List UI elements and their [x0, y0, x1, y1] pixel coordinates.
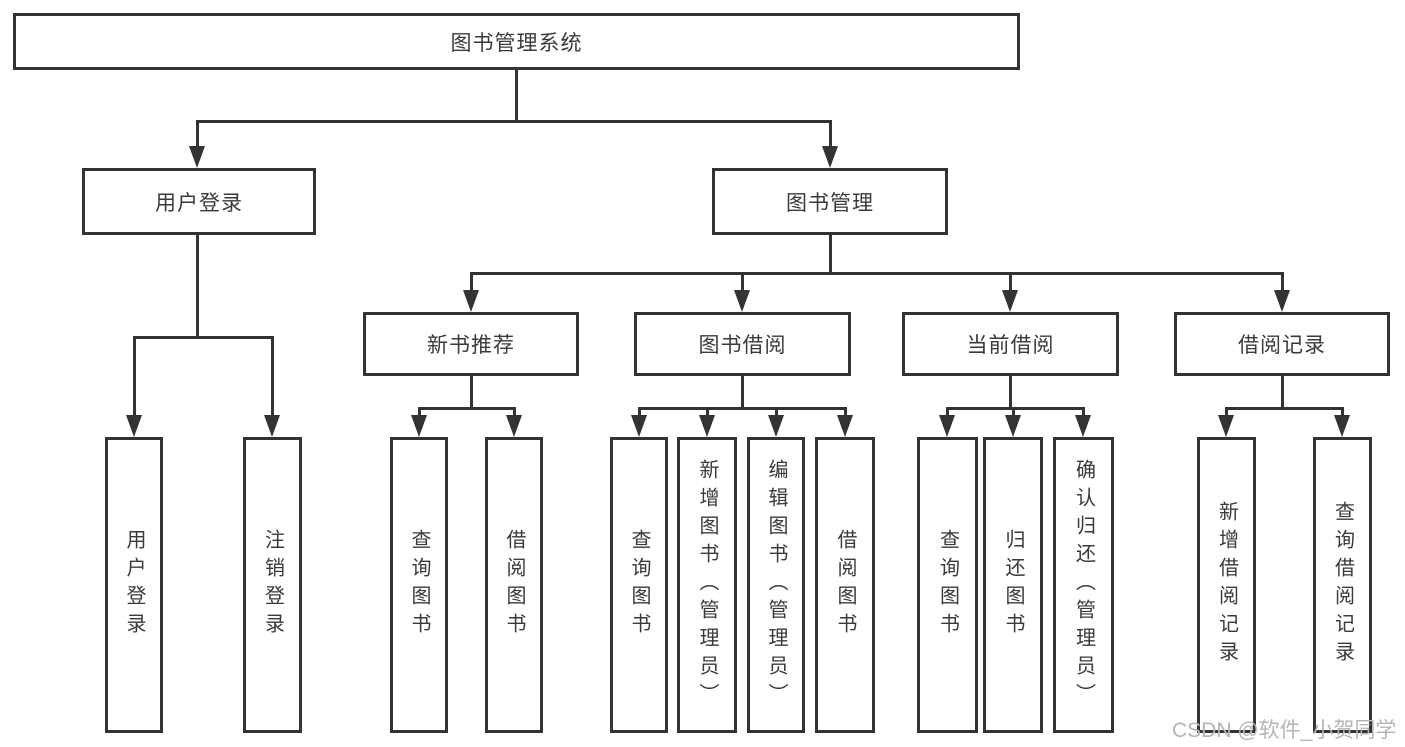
connector-vline — [1280, 272, 1284, 292]
node-leaf-query-books-recommend: 查询图书 — [390, 437, 448, 733]
connector-vline — [1008, 376, 1012, 407]
arrow-down-icon — [264, 415, 280, 437]
connector-vline — [637, 407, 641, 417]
connector-vline — [469, 272, 473, 292]
arrow-down-icon — [506, 415, 522, 437]
node-new-book-recommend-label: 新书推荐 — [427, 334, 515, 357]
node-user-login-label: 用户登录 — [155, 191, 243, 215]
connector-vline — [270, 336, 274, 417]
connector-vline — [195, 120, 199, 148]
connector-hline — [637, 407, 847, 410]
connector-vline — [1280, 376, 1284, 407]
arrow-down-icon — [1218, 415, 1234, 437]
connector-vline — [1224, 407, 1228, 417]
connector-vline — [740, 376, 744, 407]
node-leaf-confirm-return-admin-label: 确认归还（管理员） — [1072, 459, 1095, 711]
node-root: 图书管理系统 — [13, 13, 1020, 70]
connector-vline — [740, 272, 744, 292]
connector-vline — [417, 407, 421, 417]
node-leaf-user-login: 用户登录 — [105, 437, 163, 733]
connector-vline — [132, 336, 136, 417]
connector-vline — [512, 407, 516, 417]
connector-vline — [195, 235, 199, 336]
arrow-down-icon — [822, 146, 838, 168]
node-book-borrow-label: 图书借阅 — [698, 334, 787, 357]
connector-vline — [1011, 407, 1015, 417]
arrow-down-icon — [1075, 415, 1091, 437]
connector-hline — [195, 120, 832, 123]
node-leaf-logout: 注销登录 — [243, 437, 302, 733]
arrow-down-icon — [768, 415, 784, 437]
connector-vline — [514, 70, 518, 120]
arrow-down-icon — [1274, 290, 1290, 312]
node-leaf-add-books-admin: 新增图书（管理员） — [677, 437, 737, 733]
connector-hline — [1224, 407, 1344, 410]
connector-vline — [469, 376, 473, 407]
arrow-down-icon — [1334, 415, 1350, 437]
arrow-down-icon — [699, 415, 715, 437]
node-leaf-query-borrow-record: 查询借阅记录 — [1313, 437, 1372, 733]
node-leaf-borrow-books-label: 借阅图书 — [834, 529, 856, 641]
arrow-down-icon — [837, 415, 853, 437]
node-leaf-edit-books-admin-label: 编辑图书（管理员） — [765, 459, 787, 711]
connector-hline — [417, 407, 516, 410]
connector-vline — [843, 407, 847, 417]
node-root-label: 图书管理系统 — [450, 31, 583, 55]
node-leaf-borrow-books: 借阅图书 — [815, 437, 875, 733]
arrow-down-icon — [631, 415, 647, 437]
connector-vline — [705, 407, 709, 417]
node-leaf-query-books-current: 查询图书 — [917, 437, 978, 733]
node-leaf-user-login-label: 用户登录 — [123, 529, 145, 641]
arrow-down-icon — [1002, 290, 1018, 312]
node-leaf-query-books-current-label: 查询图书 — [936, 529, 959, 641]
node-leaf-return-books-label: 归还图书 — [1002, 529, 1024, 641]
connector-hline — [945, 407, 1085, 410]
connector-vline — [1340, 407, 1344, 417]
connector-hline — [469, 272, 1284, 275]
arrow-down-icon — [189, 146, 205, 168]
node-current-borrow-label: 当前借阅 — [966, 334, 1055, 357]
connector-vline — [828, 235, 832, 272]
node-book-management-label: 图书管理 — [786, 191, 874, 215]
node-leaf-confirm-return-admin: 确认归还（管理员） — [1053, 437, 1114, 733]
node-leaf-query-books-borrow: 查询图书 — [610, 437, 668, 733]
arrow-down-icon — [463, 290, 479, 312]
node-leaf-add-books-admin-label: 新增图书（管理员） — [696, 459, 718, 711]
node-leaf-return-books: 归还图书 — [983, 437, 1043, 733]
node-current-borrow: 当前借阅 — [902, 312, 1119, 376]
connector-vline — [945, 407, 949, 417]
node-borrow-records-label: 借阅记录 — [1238, 334, 1326, 357]
node-leaf-borrow-books-recommend: 借阅图书 — [485, 437, 543, 733]
node-leaf-query-books-recommend-label: 查询图书 — [408, 529, 430, 641]
node-user-login: 用户登录 — [82, 168, 316, 235]
connector-vline — [1081, 407, 1085, 417]
node-book-management: 图书管理 — [712, 168, 948, 235]
arrow-down-icon — [939, 415, 955, 437]
connector-vline — [1008, 272, 1012, 292]
connector-vline — [774, 407, 778, 417]
node-borrow-records: 借阅记录 — [1174, 312, 1390, 376]
arrow-down-icon — [126, 415, 142, 437]
node-leaf-edit-books-admin: 编辑图书（管理员） — [747, 437, 805, 733]
arrow-down-icon — [734, 290, 750, 312]
node-leaf-logout-label: 注销登录 — [261, 529, 284, 641]
node-leaf-add-borrow-record: 新增借阅记录 — [1197, 437, 1256, 733]
node-leaf-query-borrow-record-label: 查询借阅记录 — [1331, 501, 1354, 669]
connector-hline — [132, 336, 274, 339]
arrow-down-icon — [1005, 415, 1021, 437]
watermark: CSDN @软件_小贺同学 — [1172, 719, 1397, 742]
node-leaf-borrow-books-recommend-label: 借阅图书 — [503, 529, 525, 641]
node-new-book-recommend: 新书推荐 — [363, 312, 579, 376]
connector-vline — [828, 120, 832, 148]
node-leaf-query-books-borrow-label: 查询图书 — [628, 529, 650, 641]
node-leaf-add-borrow-record-label: 新增借阅记录 — [1215, 501, 1238, 669]
node-book-borrow: 图书借阅 — [634, 312, 851, 376]
arrow-down-icon — [411, 415, 427, 437]
